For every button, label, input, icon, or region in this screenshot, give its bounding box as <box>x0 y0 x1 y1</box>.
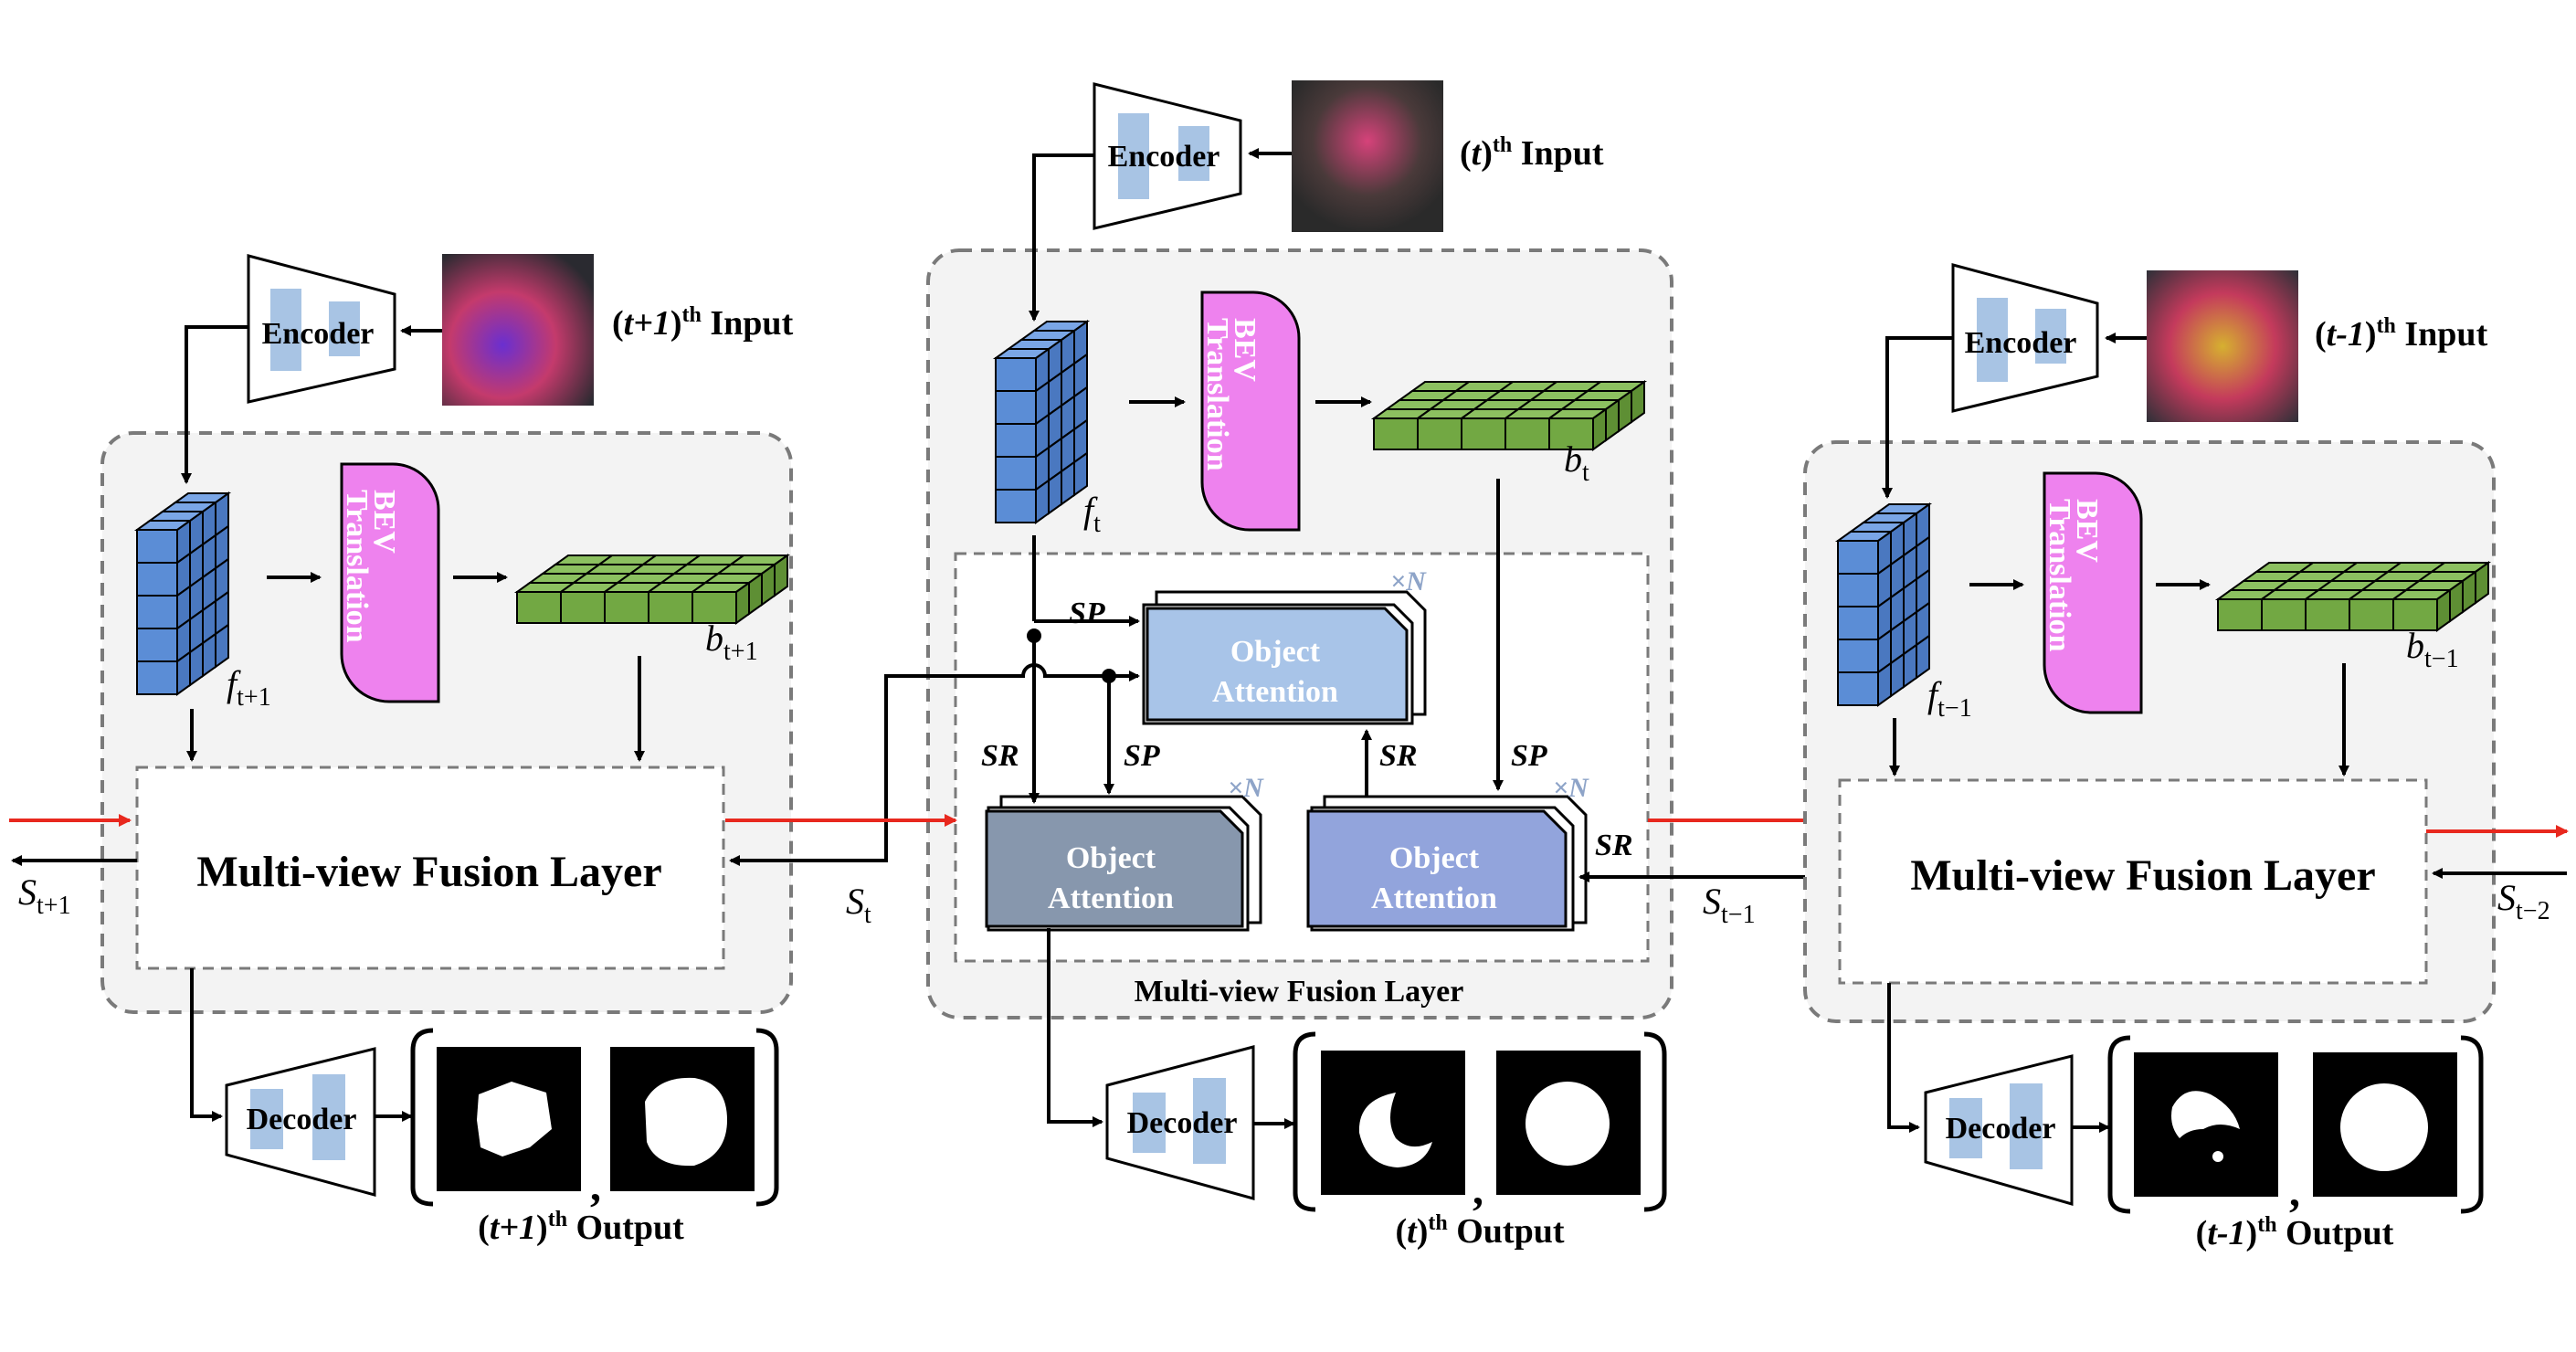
column-right: Encoder (t-1)th Input ft−1 BEV Translati… <box>1803 263 2569 1252</box>
fusion-layer-box <box>1838 778 2428 985</box>
decoder-block: Decoder <box>1105 1045 1255 1200</box>
svg-text:Translation: Translation <box>1200 318 1234 471</box>
input-label: (t-1)th Input <box>2315 314 2488 354</box>
object-attention-left: Object Attention ×N <box>985 773 1264 932</box>
input-label: (t+1)th Input <box>612 303 794 343</box>
svg-text:,: , <box>2289 1167 2300 1216</box>
svg-text:SR: SR <box>1379 739 1418 773</box>
output-masks: , <box>410 1028 779 1210</box>
decoder-block: Decoder <box>225 1047 376 1197</box>
repeat-n-label: ×N <box>1228 773 1264 803</box>
decoder-label: Decoder <box>1127 1106 1238 1140</box>
svg-text:Object: Object <box>1066 841 1156 875</box>
encoder-block: Encoder <box>1951 263 2099 413</box>
output-masks: , <box>2107 1035 2484 1216</box>
svg-text:SP: SP <box>1069 597 1105 630</box>
svg-text:Translation: Translation <box>340 490 374 643</box>
output-masks: , <box>1293 1031 1667 1214</box>
svg-text:Translation: Translation <box>2043 499 2076 652</box>
svg-text:SP: SP <box>1511 739 1547 773</box>
svg-text:Attention: Attention <box>1212 675 1338 709</box>
state-out-label: St+1 <box>18 871 71 920</box>
repeat-n-label: ×N <box>1390 566 1427 597</box>
svg-text:SR: SR <box>1595 829 1633 862</box>
decoder-block: Decoder <box>1924 1054 2074 1206</box>
encoder-label: Encoder <box>1108 140 1220 174</box>
svg-text:BEV: BEV <box>1228 318 1262 382</box>
state-label-st: St <box>846 881 871 929</box>
input-label: (t)th Input <box>1460 133 1604 173</box>
bev-translation: BEV Translation <box>1200 290 1301 532</box>
state-label-st-1: St−1 <box>1703 881 1756 929</box>
svg-text:SR: SR <box>981 739 1019 773</box>
bev-grid <box>513 554 791 625</box>
output-label: (t-1)th Output <box>2196 1213 2394 1252</box>
output-label: (t)th Output <box>1396 1211 1565 1251</box>
encoder-label: Encoder <box>262 317 375 351</box>
decoder-label: Decoder <box>1946 1112 2056 1146</box>
column-middle: Encoder (t)th Input ft BEV Translation b… <box>725 80 1838 1251</box>
bev-translation: BEV Translation <box>2043 471 2143 714</box>
fusion-layer-caption: Multi-view Fusion Layer <box>1135 975 1464 1009</box>
encoder-block: Encoder <box>247 254 396 404</box>
fusion-layer-label: Multi-view Fusion Layer <box>196 848 661 896</box>
bev-grid <box>2214 561 2492 632</box>
svg-text:Object: Object <box>1230 635 1321 669</box>
svg-text:Attention: Attention <box>1371 882 1497 915</box>
column-left: Encoder (t+1)th Input ft+1 BEV Translati… <box>9 254 794 1247</box>
input-image <box>442 254 594 406</box>
object-attention-right: Object Attention ×N <box>1306 773 1589 932</box>
state-in-label: St−2 <box>2497 877 2550 925</box>
feature-cube <box>1834 502 1933 707</box>
encoder-block: Encoder <box>1093 82 1242 230</box>
bev-grid <box>1370 380 1648 451</box>
svg-text:Object: Object <box>1389 841 1480 875</box>
svg-text:,: , <box>1473 1166 1483 1214</box>
fusion-layer-label: Multi-view Fusion Layer <box>1910 851 2375 900</box>
svg-text:Attention: Attention <box>1048 882 1174 915</box>
svg-text:SP: SP <box>1124 739 1160 773</box>
svg-text:BEV: BEV <box>2070 499 2104 563</box>
svg-text:,: , <box>590 1162 601 1210</box>
decoder-label: Decoder <box>247 1103 357 1136</box>
svg-text:BEV: BEV <box>367 490 401 554</box>
feature-cube <box>133 491 232 696</box>
output-label: (t+1)th Output <box>478 1208 684 1247</box>
encoder-label: Encoder <box>1965 326 2077 360</box>
input-image <box>2147 270 2298 422</box>
feature-cube <box>992 320 1091 524</box>
fusion-layer-box <box>135 766 725 970</box>
input-image <box>1292 80 1443 232</box>
repeat-n-label: ×N <box>1553 773 1589 803</box>
object-attention-top: Object Attention ×N <box>1142 566 1427 725</box>
bev-translation: BEV Translation <box>340 462 440 703</box>
